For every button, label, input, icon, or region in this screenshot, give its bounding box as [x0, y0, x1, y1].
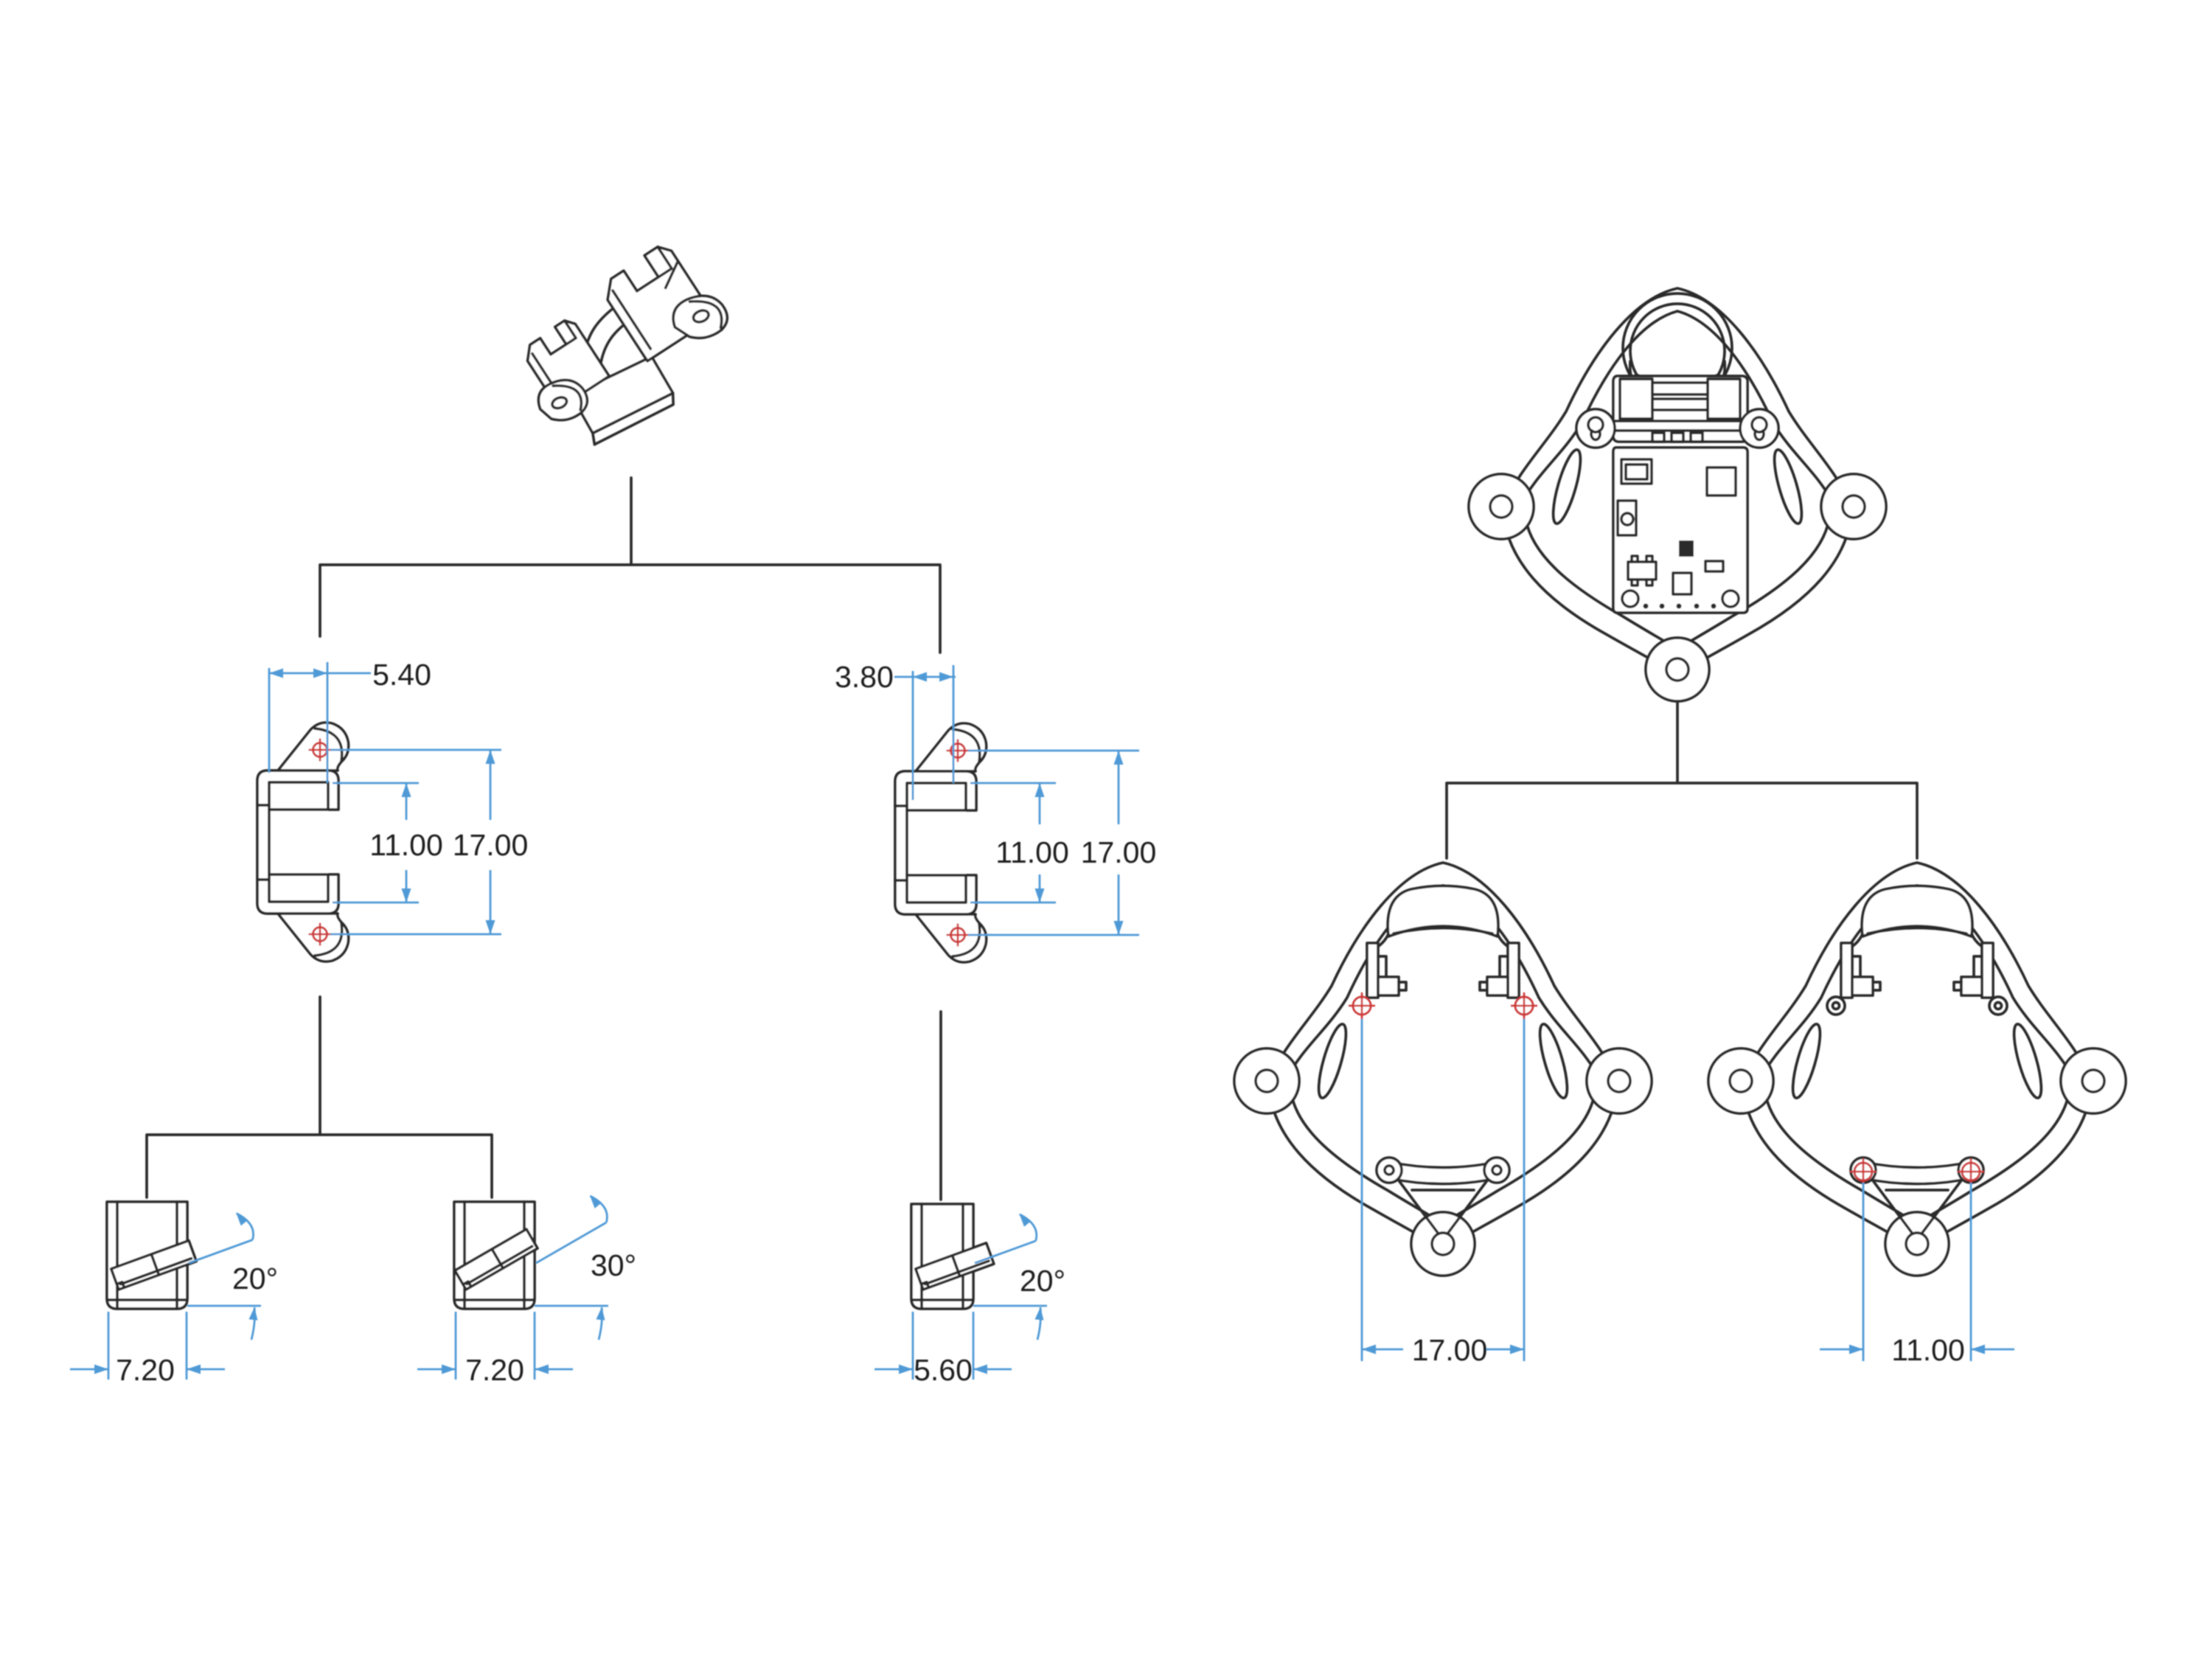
svg-text:5.60: 5.60	[914, 1353, 973, 1387]
svg-text:11.00: 11.00	[1891, 1333, 1965, 1367]
svg-text:11.00: 11.00	[995, 835, 1069, 869]
svg-text:11.00: 11.00	[369, 828, 443, 862]
svg-text:7.20: 7.20	[465, 1353, 524, 1387]
svg-text:17.00: 17.00	[1081, 835, 1157, 869]
svg-text:20°: 20°	[232, 1262, 278, 1295]
svg-text:5.40: 5.40	[372, 658, 431, 692]
svg-text:20°: 20°	[1020, 1264, 1065, 1298]
svg-text:30°: 30°	[591, 1248, 636, 1282]
svg-text:17.00: 17.00	[1412, 1333, 1488, 1367]
svg-text:17.00: 17.00	[453, 828, 529, 862]
svg-text:7.20: 7.20	[116, 1353, 175, 1387]
svg-text:3.80: 3.80	[835, 660, 894, 694]
